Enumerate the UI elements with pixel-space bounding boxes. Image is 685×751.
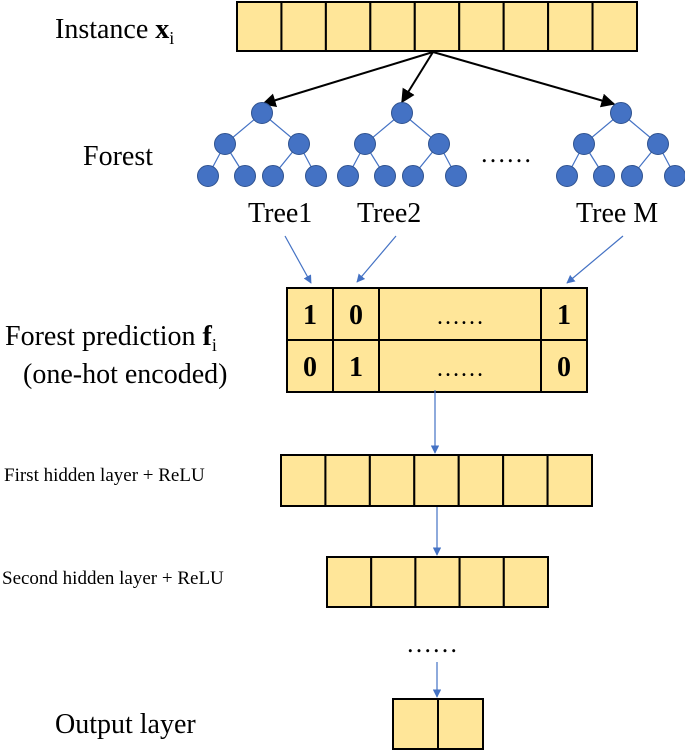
- tree-label-2: Tree2: [357, 198, 421, 229]
- output-cell: [437, 698, 484, 750]
- first-hidden-cell: [546, 454, 593, 507]
- tree-node: [621, 165, 643, 187]
- arrow-tree-m-to-prediction: [566, 235, 624, 284]
- tree-node: [573, 133, 595, 155]
- tree-2-graphic: [337, 102, 467, 187]
- instance-cell: [413, 1, 461, 52]
- instance-cell: [458, 1, 505, 52]
- second-hidden-cell: [414, 556, 461, 608]
- tree-node: [593, 165, 615, 187]
- tree-node: [428, 133, 450, 155]
- output-layer: [392, 698, 484, 750]
- first-hidden-cell: [457, 454, 505, 507]
- prediction-cell: [378, 287, 542, 341]
- prediction-ellipsis: ……: [436, 356, 484, 382]
- first-hidden-cell: [413, 454, 460, 507]
- first-hidden-cell: [324, 454, 371, 507]
- second-hidden-cell: [326, 556, 373, 608]
- tree-node: [647, 133, 669, 155]
- tree-node: [288, 133, 310, 155]
- arrow-to-tree-m: [432, 51, 616, 108]
- second-hidden-cell: [370, 556, 417, 608]
- tree-1-graphic: [197, 102, 327, 187]
- arrow-tree2-to-prediction: [356, 235, 397, 283]
- tree-node: [556, 165, 578, 187]
- instance-cell: [280, 1, 327, 52]
- tree-label-1: Tree1: [248, 198, 312, 229]
- tree-node: [305, 165, 327, 187]
- prediction-ellipsis: ……: [436, 304, 484, 330]
- first-hidden-layer: [280, 454, 593, 507]
- tree-node: [374, 165, 396, 187]
- forest-prediction-label: Forest prediction fi: [5, 321, 217, 355]
- prediction-cell: [540, 287, 588, 341]
- output-label: Output layer: [55, 709, 196, 740]
- instance-cell: [591, 1, 638, 52]
- tree-node: [402, 165, 424, 187]
- instance-label: Instance xi: [55, 14, 174, 48]
- arrow-to-tree1: [261, 51, 434, 108]
- arrow-to-tree2: [401, 51, 434, 104]
- prediction-value: 0: [303, 352, 317, 383]
- tree-node: [234, 165, 256, 187]
- tree-node: [197, 165, 219, 187]
- instance-vector: [236, 1, 638, 52]
- prediction-cell: [332, 287, 380, 341]
- tree-node: [214, 133, 236, 155]
- prediction-cell: [540, 339, 588, 393]
- tree-node: [354, 133, 376, 155]
- second-hidden-cell: [502, 556, 549, 608]
- first-hidden-cell: [368, 454, 416, 507]
- tree-node: [337, 165, 359, 187]
- layer-ellipsis: ……: [406, 629, 458, 658]
- prediction-value: 0: [557, 352, 571, 383]
- prediction-value: 1: [349, 352, 363, 383]
- prediction-value: 1: [557, 300, 571, 331]
- tree-m-graphic: [556, 102, 685, 187]
- tree-root-node: [610, 102, 632, 124]
- prediction-table: 1 0 …… 1 0 1 …… 0: [286, 287, 588, 393]
- tree-root-node: [391, 102, 413, 124]
- tree-node: [445, 165, 467, 187]
- tree-root-node: [251, 102, 273, 124]
- first-hidden-cell: [280, 454, 327, 507]
- prediction-cell: [332, 339, 380, 393]
- instance-cell: [236, 1, 283, 52]
- prediction-cell: [286, 339, 334, 393]
- instance-cell: [547, 1, 594, 52]
- instance-to-tree-arrows: [261, 51, 616, 108]
- first-hidden-cell: [502, 454, 549, 507]
- prediction-value: 1: [303, 300, 317, 331]
- first-hidden-label: First hidden layer + ReLU: [4, 465, 205, 486]
- second-hidden-label: Second hidden layer + ReLU: [2, 568, 224, 589]
- prediction-value: 0: [349, 300, 363, 331]
- tree-ellipsis: ……: [480, 139, 532, 168]
- tree-node: [262, 165, 284, 187]
- tree-to-prediction-arrows: [284, 235, 624, 284]
- prediction-cell: [378, 339, 542, 393]
- forest-prediction-note: (one-hot encoded): [23, 359, 227, 390]
- second-hidden-layer: [326, 556, 549, 608]
- output-cell: [392, 698, 439, 750]
- instance-cell: [324, 1, 372, 52]
- arrow-tree1-to-prediction: [284, 235, 312, 284]
- instance-cell: [502, 1, 550, 52]
- instance-cell: [369, 1, 416, 52]
- tree-node: [664, 165, 685, 187]
- second-hidden-cell: [458, 556, 505, 608]
- forest-label: Forest: [83, 141, 153, 172]
- tree-label-m: Tree M: [576, 198, 658, 229]
